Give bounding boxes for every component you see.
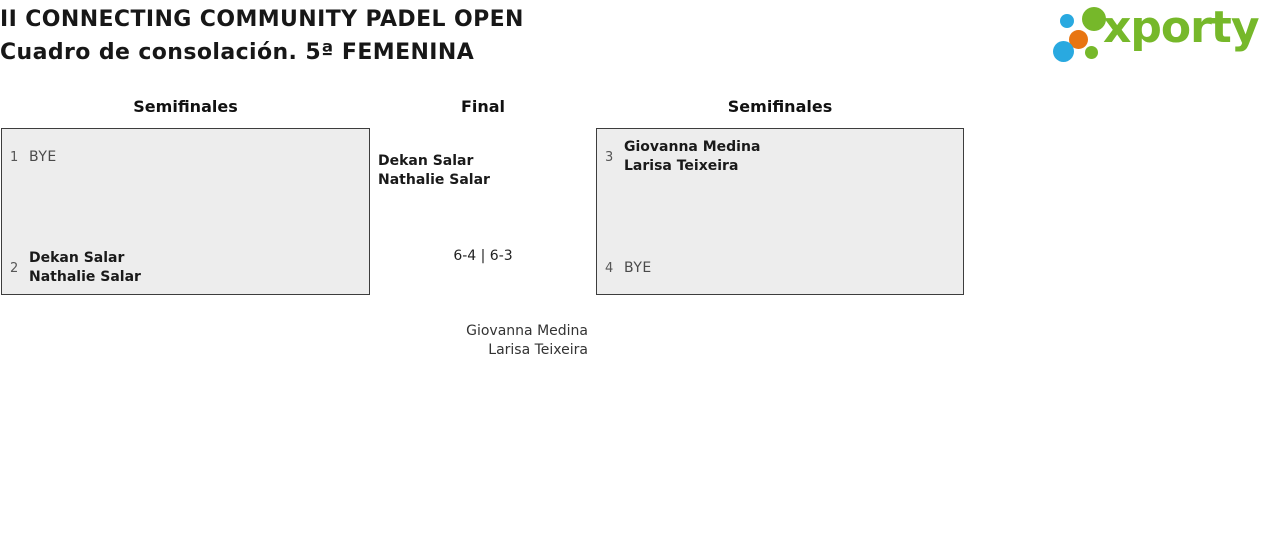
team-name: Giovanna Medina: [466, 323, 588, 339]
bracket-slot-seed-2: 2 Dekan Salar Nathalie Salar: [2, 248, 369, 288]
round-label-semifinals-right: Semifinales: [727, 97, 833, 116]
logo-dot-icon: [1053, 41, 1074, 62]
team-name: Larisa Teixeira: [624, 158, 739, 174]
semifinal-left-match-box: 1 BYE 2 Dekan Salar Nathalie Salar: [1, 128, 370, 295]
team-name: BYE: [29, 148, 57, 165]
final-top-finalist: Dekan Salar Nathalie Salar: [378, 152, 588, 190]
logo-wordmark: xporty: [1103, 2, 1260, 53]
bracket-slot-seed-4: 4 BYE: [597, 248, 963, 288]
tournament-title-line1: II CONNECTING COMMUNITY PADEL OPEN: [0, 7, 524, 32]
xporty-logo[interactable]: xporty: [1050, 0, 1280, 70]
logo-dot-icon: [1060, 14, 1074, 28]
team-name: Larisa Teixeira: [488, 342, 588, 358]
logo-dot-icon: [1082, 7, 1106, 31]
seed-number: 3: [605, 149, 614, 165]
tournament-title: II CONNECTING COMMUNITY PADEL OPEN Cuadr…: [0, 3, 524, 69]
team-name: Giovanna Medina: [624, 139, 761, 155]
round-label-semifinals-left: Semifinales: [133, 97, 238, 116]
seed-number: 4: [605, 260, 614, 276]
logo-dot-icon: [1069, 30, 1088, 49]
round-label-final: Final: [460, 97, 506, 116]
semifinal-right-match-box: 3 Giovanna Medina Larisa Teixeira 4 BYE: [596, 128, 964, 295]
seed-number: 2: [10, 260, 19, 276]
seed-number: 1: [10, 149, 19, 165]
team-name: Dekan Salar: [29, 250, 125, 266]
team-name: BYE: [624, 259, 652, 276]
team-name: Dekan Salar: [378, 153, 474, 169]
tournament-title-line2: Cuadro de consolación. 5ª FEMENINA: [0, 40, 475, 65]
final-match-score: 6-4 | 6-3: [453, 248, 513, 264]
logo-dot-icon: [1085, 46, 1098, 59]
bracket-slot-seed-3: 3 Giovanna Medina Larisa Teixeira: [597, 137, 963, 177]
bracket-slot-seed-1: 1 BYE: [2, 137, 369, 177]
team-name: Nathalie Salar: [378, 172, 490, 188]
team-name: Nathalie Salar: [29, 269, 141, 285]
final-winner: Giovanna Medina Larisa Teixeira: [378, 322, 588, 360]
